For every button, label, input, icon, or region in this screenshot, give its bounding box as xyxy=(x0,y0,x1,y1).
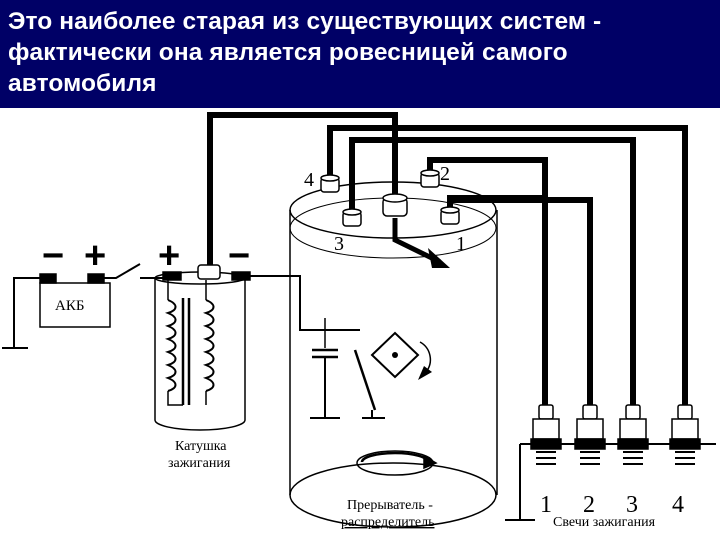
shaft-rotation-icon xyxy=(356,450,438,476)
coil-terminal-plus xyxy=(162,271,182,281)
battery-body xyxy=(39,282,111,328)
capacitor-plates xyxy=(312,348,338,359)
battery-label: АКБ xyxy=(55,298,84,314)
spark-plug-4 xyxy=(669,404,701,465)
cap-label-4: 4 xyxy=(304,169,314,191)
coil-minus-sign: − xyxy=(228,235,250,277)
breaker-wire xyxy=(250,275,360,331)
coil-plus-sign: + xyxy=(158,235,180,277)
spark-plugs xyxy=(530,404,701,465)
distributor-caption-line1: Прерыватель - xyxy=(347,498,433,513)
battery-wiring xyxy=(2,263,172,349)
cap-label-2: 2 xyxy=(440,163,450,185)
breaker-lever xyxy=(353,349,377,411)
distributor-caption-line2: распределитель xyxy=(341,515,434,530)
wire-coil-to-center xyxy=(207,112,398,268)
rotor-arrow xyxy=(392,218,450,268)
cap-terminal-center xyxy=(382,193,408,217)
spark-plug-2 xyxy=(574,404,606,465)
coil-body xyxy=(154,278,246,431)
wire-terminal-2 xyxy=(427,157,548,408)
coil-terminals xyxy=(162,264,251,281)
coil-core xyxy=(181,298,191,405)
plug-number-3: 3 xyxy=(626,492,638,518)
cap-label-3: 3 xyxy=(334,233,344,255)
spark-plug-1 xyxy=(530,404,562,465)
ignition-switch xyxy=(104,263,141,279)
plug-number-2: 2 xyxy=(583,492,595,518)
battery-plus-sign: + xyxy=(84,235,106,277)
cap-terminal-2 xyxy=(420,169,440,188)
battery-minus-sign: − xyxy=(42,235,64,277)
coil-terminal-minus xyxy=(231,271,251,281)
wire-terminal-3 xyxy=(349,137,636,408)
plug-number-1: 1 xyxy=(540,492,552,518)
plug-number-4: 4 xyxy=(672,492,684,518)
cap-terminal-3 xyxy=(342,208,362,227)
coil-primary-winding xyxy=(164,299,177,392)
slide-title: Это наиболее старая из существующих сист… xyxy=(8,8,602,97)
coil-secondary-winding xyxy=(202,299,215,392)
cap-terminal-1 xyxy=(440,206,460,225)
coil-terminal-hv xyxy=(197,264,221,280)
spark-plug-ground xyxy=(505,443,716,521)
hv-wires xyxy=(207,112,688,408)
cap-terminal-4 xyxy=(320,174,340,193)
breaker-assembly xyxy=(250,275,385,419)
cap-terminals xyxy=(320,169,460,227)
distributor-bottom xyxy=(289,462,497,528)
coil-caption-line2: зажигания xyxy=(168,456,231,471)
title-banner: Это наиболее старая из существующих сист… xyxy=(0,0,720,108)
spark-plugs-caption: Свечи зажигания xyxy=(553,515,656,530)
cam xyxy=(370,331,432,380)
wire-terminal-1-route xyxy=(453,197,593,408)
wire-terminal-4 xyxy=(327,125,688,408)
ignition-coil xyxy=(154,271,246,431)
ground-wire xyxy=(2,277,48,349)
spark-plug-3 xyxy=(617,404,649,465)
cap-label-1: 1 xyxy=(456,233,466,255)
coil-caption-line1: Катушка xyxy=(175,439,227,454)
